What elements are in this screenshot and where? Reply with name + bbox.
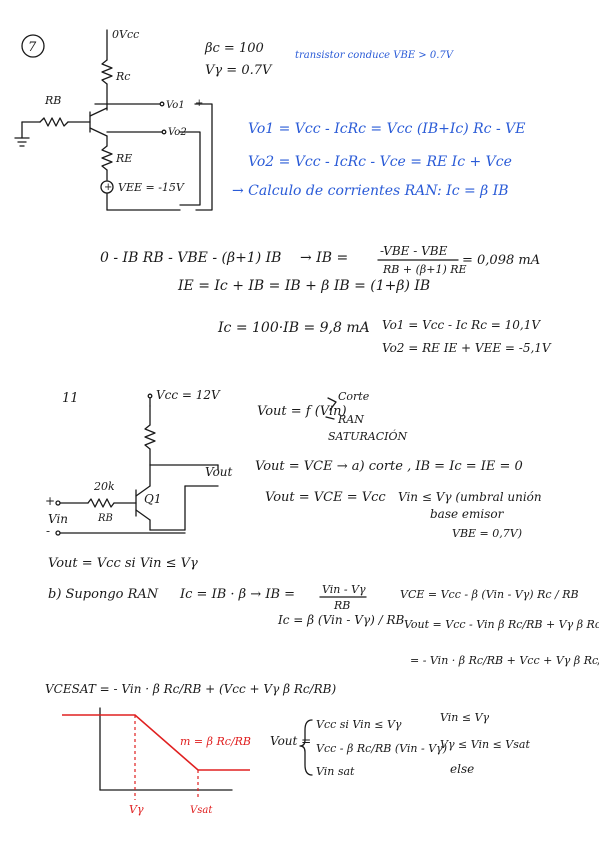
p11-vout-label: Vout: [205, 465, 233, 479]
problem-11-circuit: 11 Vcc = 12V Vout Q1 + 20k RB Vin -: [45, 388, 233, 538]
problem-7-number: 7: [28, 40, 37, 55]
p11-eq-vout-vcc: Vout = VCE = Vcc: [265, 490, 386, 505]
curve-vsat-label: Vsat: [190, 805, 213, 816]
p7-vgamma: Vγ = 0.7V: [205, 63, 273, 78]
p7-eq-vo2-result: Vo2 = RE IE + VEE = -5,1V: [382, 341, 552, 355]
p11-region-corte: Corte: [338, 390, 370, 403]
p11-pw-2: Vcc - β Rc/RB (Vin - Vγ): [316, 742, 447, 755]
p7-vo1-label: Vo1: [166, 100, 185, 111]
problem-number-circle: [21, 34, 45, 58]
p7-re-label: RE: [115, 152, 132, 165]
p11-cond-2: Vγ ≤ Vin ≤ Vsat: [440, 738, 530, 751]
p7-eq-vo2: Vo2 = Vcc - IcRc - Vce = RE Ic + Vce: [248, 154, 512, 170]
p11-pw-3: Vin sat: [316, 765, 355, 778]
rb-resistor-p11: [87, 498, 115, 508]
svg-text:-: -: [46, 524, 50, 538]
p11-eq-ib-num: Vin - Vγ: [322, 583, 366, 596]
p11-eq-vout-simpl: = - Vin · β Rc/RB + Vcc + Vγ β Rc/RB: [410, 654, 599, 667]
p11-pw-label: Vout =: [270, 734, 311, 748]
p11-eq-f: Vout = f (Vin): [257, 404, 347, 419]
p11-r-label: 20k: [93, 480, 115, 493]
p7-eq-ic: Ic = 100·IB = 9,8 mA: [217, 320, 370, 336]
problem-11-text: Vout = f (Vin) Corte RAN SATURACIÓN Vout…: [45, 390, 599, 778]
re-resistor: [101, 145, 113, 171]
p11-rb-label: RB: [97, 513, 113, 524]
p7-eq-kvl: 0 - IB RB - VBE - (β+1) IB: [100, 250, 281, 266]
p11-eq-ib-den: RB: [333, 599, 350, 612]
p11-vin-label: Vin: [48, 512, 68, 526]
problem-7-circuit: 7 0Vcc Rc Vo1 + RB Vo2 RE: [14, 28, 213, 211]
p7-beta: βc = 100: [204, 41, 264, 56]
curve-vgamma-label: Vγ: [129, 803, 144, 816]
p11-eq-vbe: VBE = 0,7V): [452, 527, 522, 540]
svg-text:+: +: [104, 182, 112, 193]
p11-cond-3: else: [450, 762, 474, 776]
p7-note: transistor conduce VBE > 0.7V: [295, 50, 455, 61]
p7-eq-ib-result: = 0,098 mA: [462, 253, 540, 268]
p11-pw-1: Vcc si Vin ≤ Vγ: [316, 718, 402, 731]
p7-eq-ie: IE = Ic + IB = IB + β IB = (1+β) IB: [177, 278, 430, 294]
p11-eq-vout-ran: Vout = Vcc - Vin β Rc/RB + Vγ β Rc/RB: [404, 618, 599, 631]
p11-eq-ic-expr: Ic = β (Vin - Vγ) / RB: [277, 613, 405, 627]
rc-resistor: [101, 59, 113, 85]
rb-resistor: [39, 117, 69, 127]
p7-eq-vo1: Vo1 = Vcc - IcRc = Vcc (IB+Ic) Rc - VE: [248, 121, 525, 137]
p11-eq-vout-cond: Vout = Vcc si Vin ≤ Vγ: [48, 556, 198, 571]
p11-eq-supongo: b) Supongo RAN: [48, 587, 159, 602]
p7-vee-label: VEE = -15V: [118, 181, 185, 194]
rc-resistor-p11: [144, 424, 156, 450]
p11-eq-vcesat: VCESAT = - Vin · β Rc/RB + (Vcc + Vγ β R…: [45, 682, 336, 696]
svg-text:+: +: [45, 494, 55, 508]
p11-eq-corte: Vout = VCE → a) corte , IB = Ic = IE = 0: [255, 459, 523, 474]
p7-eq-currents: → Calculo de corrientes RAN: Ic = β IB: [232, 183, 509, 199]
p7-eq-ib-den: RB + (β+1) RE: [382, 263, 467, 276]
p11-region-sat: SATURACIÓN: [328, 429, 407, 443]
p7-eq-vo1-result: Vo1 = Vcc - Ic Rc = 10,1V: [382, 318, 541, 332]
p11-cond-1: Vin ≤ Vγ: [440, 711, 490, 724]
p7-vcc-label: 0Vcc: [112, 28, 139, 41]
p11-region-ran: RAN: [337, 413, 364, 426]
p7-rc-label: Rc: [115, 70, 130, 83]
p11-eq-umbral: Vin ≤ Vγ (umbral unión: [398, 490, 542, 504]
p7-vo2-label: Vo2: [168, 127, 187, 138]
p11-q1-label: Q1: [144, 492, 161, 506]
p11-eq-ic-ib: Ic = IB · β → IB =: [179, 587, 295, 602]
p7-rb-label: RB: [44, 94, 61, 107]
p7-eq-ib-num: -VBE - VBE: [380, 244, 448, 258]
p11-eq-vce: VCE = Vcc - β (Vin - Vγ) Rc / RB: [400, 588, 579, 601]
transfer-curve-sketch: m = β Rc/RB Vγ Vsat: [62, 707, 251, 816]
p11-vcc-label: Vcc = 12V: [156, 388, 221, 402]
vout-transfer-curve: [62, 714, 250, 771]
problem-7-text: βc = 100 Vγ = 0.7V transistor conduce VB…: [100, 41, 552, 355]
p7-eq-ib: → IB =: [300, 250, 348, 266]
p11-eq-base-emisor: base emisor: [430, 507, 505, 521]
slope-label: m = β Rc/RB: [180, 735, 251, 748]
problem-11-number: 11: [62, 391, 79, 406]
